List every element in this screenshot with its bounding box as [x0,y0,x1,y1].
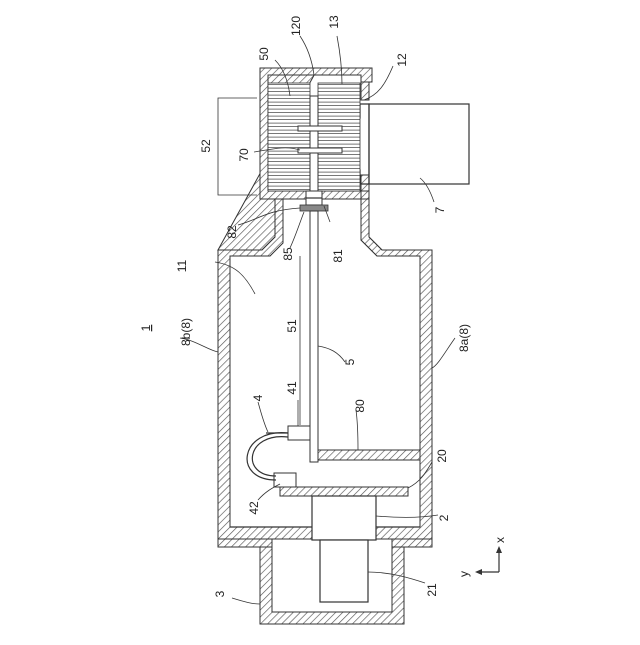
sensor-42 [274,473,296,487]
label-80: 80 [353,399,367,413]
label-8b: 8b(8) [179,318,193,346]
label-11: 11 [175,259,189,272]
leader-85 [290,212,304,248]
connector-block [369,104,469,184]
leader-5 [318,346,345,362]
label-8a: 8a(8) [457,324,471,352]
label-20: 20 [435,449,449,463]
sensor-41 [288,426,310,440]
label-120: 120 [289,16,303,36]
label-82: 82 [225,225,239,239]
label-41: 41 [285,381,299,395]
plate-1 [298,126,342,131]
label-7: 7 [433,206,447,213]
leader-80 [356,410,358,450]
shaft [310,211,318,462]
leader-3 [232,598,260,604]
label-81: 81 [331,249,345,263]
leader-13 [337,36,342,84]
label-52: 52 [199,139,213,153]
label-5: 5 [343,358,357,365]
stack-left [268,83,310,191]
stack-right [318,83,360,191]
bottom-cap-flange-left [218,539,272,547]
label-51: 51 [285,319,299,333]
label-21: 21 [425,583,439,597]
axis-indicator [475,546,502,575]
element-2-21 [312,496,376,602]
bracket-80 [318,450,420,460]
label-12: 12 [395,53,409,67]
element-21 [320,540,368,602]
plate-20 [280,487,408,496]
plate-2 [298,148,342,153]
label-42: 42 [247,501,261,515]
washer-85 [300,205,328,211]
element-2 [312,496,376,540]
label-y: y [457,571,471,577]
leader-8a [432,338,455,368]
label-3: 3 [213,590,227,597]
leader-4 [258,402,268,432]
label-50: 50 [257,47,271,61]
label-13: 13 [327,15,341,29]
bottom-cap-flange-right [392,539,432,547]
wire-4-inner [252,437,288,476]
label-1: 1 [139,324,153,331]
bracket-52 [218,98,257,195]
top-right-wall-upper [361,82,369,100]
label-x: x [493,537,507,543]
sensor-assembly [247,426,310,487]
label-4: 4 [251,394,265,401]
label-85: 85 [281,247,295,261]
label-2: 2 [437,514,451,521]
label-70: 70 [237,148,251,162]
center-rod-top [310,96,318,194]
connector [344,104,469,184]
